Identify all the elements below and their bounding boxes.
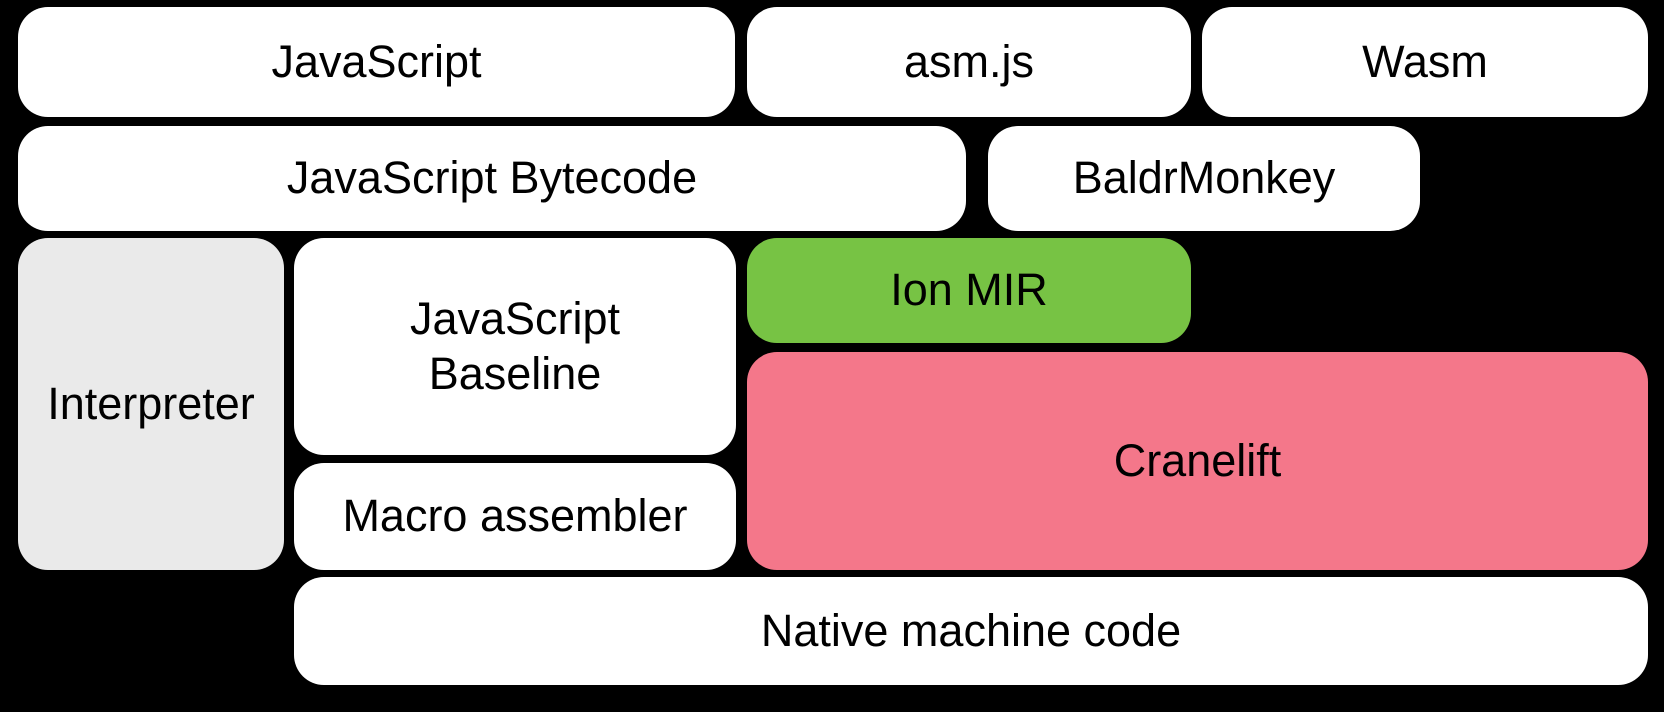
- box-cranelift-label: Cranelift: [1113, 434, 1282, 486]
- box-wasm-label: Wasm: [1362, 35, 1488, 87]
- box-ion-mir-label: Ion MIR: [890, 264, 1048, 316]
- box-macro-assembler: Macro assembler: [294, 463, 736, 570]
- box-native-machine-code: Native machine code: [294, 577, 1648, 685]
- box-cranelift: Cranelift: [747, 352, 1648, 570]
- box-javascript-baseline-label: JavaScript Baseline: [409, 292, 621, 399]
- box-ion-mir: Ion MIR: [747, 238, 1191, 343]
- box-macro-assembler-label: Macro assembler: [342, 490, 688, 542]
- box-asm-js-label: asm.js: [903, 35, 1034, 87]
- box-interpreter: Interpreter: [18, 238, 284, 570]
- box-javascript-bytecode-label: JavaScript Bytecode: [286, 152, 698, 204]
- box-interpreter-label: Interpreter: [47, 377, 255, 429]
- box-javascript: JavaScript: [18, 7, 735, 117]
- box-wasm: Wasm: [1202, 7, 1648, 117]
- box-javascript-baseline: JavaScript Baseline: [294, 238, 736, 455]
- box-javascript-bytecode: JavaScript Bytecode: [18, 126, 966, 231]
- box-baldrmonkey-label: BaldrMonkey: [1072, 152, 1336, 204]
- box-asm-js: asm.js: [747, 7, 1191, 117]
- box-javascript-label: JavaScript: [271, 35, 482, 87]
- box-baldrmonkey: BaldrMonkey: [988, 126, 1420, 231]
- box-native-machine-code-label: Native machine code: [760, 604, 1182, 656]
